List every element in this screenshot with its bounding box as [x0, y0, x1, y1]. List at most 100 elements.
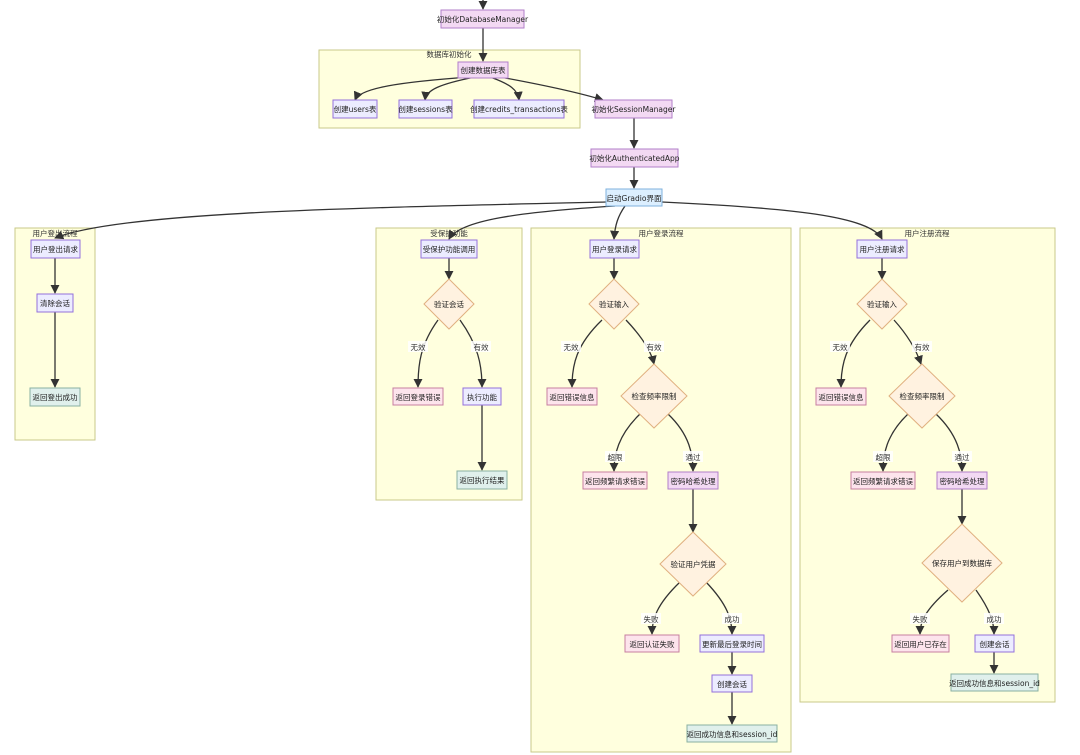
node-protected-exec: 执行功能: [462, 387, 502, 406]
node-register-success: 返回成功信息和session_id: [949, 673, 1040, 692]
label-li-valid: 有效: [647, 342, 662, 352]
edge-li-cred-update: [705, 581, 737, 635]
node-protected-call: 受保护功能调用: [420, 239, 478, 259]
nodes: 初始化DatabaseManager 创建数据库表 创建users表 创建ses…: [29, 9, 1040, 743]
svg-text:验证输入: 验证输入: [867, 299, 897, 309]
node-register-user-exists: 返回用户已存在: [891, 634, 950, 653]
svg-text:检查频率限制: 检查频率限制: [632, 391, 677, 401]
svg-text:返回用户已存在: 返回用户已存在: [894, 639, 947, 649]
edge-createdb-sessions: [421, 76, 476, 101]
edge-rg-rate-hash: [935, 413, 967, 472]
edge-createdb-session: [499, 76, 604, 102]
decision-register-save-user: 保存用户到数据库: [921, 523, 1003, 603]
decision-register-validate-input: 验证输入: [856, 278, 908, 330]
node-sessions-table: 创建sessions表: [398, 99, 453, 119]
label-rg-exceeded: 超限: [876, 453, 891, 462]
svg-text:初始化AuthenticatedApp: 初始化AuthenticatedApp: [589, 153, 679, 163]
label-rg-valid: 有效: [915, 342, 930, 352]
label-li-exceeded: 超限: [608, 453, 623, 462]
node-login-freq-error: 返回频繁请求错误: [582, 471, 648, 490]
label-li-passed: 通过: [686, 452, 701, 462]
svg-text:返回登录错误: 返回登录错误: [396, 392, 441, 402]
node-init-session: 初始化SessionManager: [592, 99, 677, 119]
node-login-auth-fail: 返回认证失败: [624, 634, 680, 653]
edge-li-cred-fail: [647, 581, 681, 635]
node-login-success: 返回成功信息和session_id: [686, 724, 778, 743]
node-logout-request: 用户登出请求: [30, 239, 81, 259]
edge-gradio-register: [661, 201, 883, 240]
node-init-db: 初始化DatabaseManager: [437, 9, 529, 29]
edge-gradio-protected: [448, 205, 616, 240]
node-login-request: 用户登录请求: [589, 239, 640, 259]
node-credits-table: 创建credits_transactions表: [470, 99, 568, 119]
label-rg-invalid: 无效: [833, 342, 848, 352]
node-protected-result: 返回执行结果: [456, 470, 508, 490]
svg-text:验证用户凭据: 验证用户凭据: [671, 559, 716, 569]
label-pr-invalid: 无效: [411, 342, 426, 352]
edge-li-rate-freq: [609, 413, 641, 472]
svg-text:返回认证失败: 返回认证失败: [630, 639, 675, 649]
edge-rg-validate-err: [836, 319, 871, 388]
edges: [50, 0, 999, 725]
edge-pr-check-exec: [459, 319, 487, 388]
label-li-invalid: 无效: [564, 342, 579, 352]
node-logout-ok: 返回登出成功: [29, 387, 81, 407]
svg-text:用户登录请求: 用户登录请求: [592, 244, 637, 254]
svg-text:创建会话: 创建会话: [980, 639, 1010, 649]
svg-text:返回频繁请求错误: 返回频繁请求错误: [853, 476, 913, 486]
edge-rg-rate-freq: [878, 413, 909, 472]
decision-register-rate-limit: 检查频率限制: [888, 363, 956, 429]
node-register-freq-error: 返回频繁请求错误: [850, 471, 916, 490]
label-pr-valid: 有效: [474, 342, 489, 352]
svg-text:创建credits_transactions表: 创建credits_transactions表: [470, 104, 568, 114]
node-users-table: 创建users表: [332, 99, 378, 119]
node-register-request: 用户注册请求: [856, 239, 908, 259]
node-register-hash: 密码哈希处理: [936, 471, 988, 490]
svg-text:返回执行结果: 返回执行结果: [460, 475, 505, 485]
edge-createdb-credits: [489, 76, 523, 101]
decision-login-validate-input: 验证输入: [588, 278, 640, 330]
node-register-create-session: 创建会话: [974, 634, 1015, 653]
node-init-app: 初始化AuthenticatedApp: [589, 148, 680, 168]
svg-text:返回登出成功: 返回登出成功: [33, 392, 78, 402]
subgraph-title-protected: 受保护功能: [430, 228, 468, 238]
svg-text:创建sessions表: 创建sessions表: [398, 104, 453, 114]
svg-text:受保护功能调用: 受保护功能调用: [423, 244, 476, 254]
svg-text:初始化SessionManager: 初始化SessionManager: [592, 104, 677, 114]
svg-text:验证会话: 验证会话: [434, 299, 464, 309]
node-login-error: 返回错误信息: [546, 387, 598, 406]
svg-text:密码哈希处理: 密码哈希处理: [940, 476, 985, 486]
edge-labels: 无效 有效 无效 有效 超限 通过 失败 成功 无效 有效 超限 通过 失败 成…: [408, 341, 1004, 624]
svg-text:验证输入: 验证输入: [599, 299, 629, 309]
svg-text:启动Gradio界面: 启动Gradio界面: [607, 193, 662, 203]
svg-text:返回错误信息: 返回错误信息: [819, 392, 864, 402]
edge-pr-check-err: [413, 319, 439, 388]
node-gradio: 启动Gradio界面: [605, 188, 663, 207]
node-login-hash: 密码哈希处理: [667, 471, 719, 490]
subgraph-login: 用户登录流程: [530, 227, 792, 753]
svg-text:初始化DatabaseManager: 初始化DatabaseManager: [437, 14, 529, 24]
label-li-success: 成功: [725, 614, 740, 624]
subgraph-title-register: 用户注册流程: [905, 228, 950, 238]
svg-text:返回频繁请求错误: 返回频繁请求错误: [585, 476, 645, 486]
svg-text:返回成功信息和session_id: 返回成功信息和session_id: [949, 678, 1040, 688]
svg-text:密码哈希处理: 密码哈希处理: [671, 476, 716, 486]
svg-text:返回成功信息和session_id: 返回成功信息和session_id: [687, 729, 778, 739]
label-rg-failed: 失败: [913, 614, 928, 624]
svg-text:执行功能: 执行功能: [467, 392, 497, 402]
svg-text:创建数据库表: 创建数据库表: [461, 65, 506, 75]
decision-login-credentials: 验证用户凭据: [659, 531, 727, 597]
subgraph-title-db: 数据库初始化: [427, 49, 472, 59]
edge-li-rate-hash: [667, 413, 698, 472]
edge-li-validate-err: [567, 319, 603, 388]
svg-text:更新最后登录时间: 更新最后登录时间: [702, 639, 762, 649]
subgraph-title-login: 用户登录流程: [639, 228, 684, 238]
decision-login-rate-limit: 检查频率限制: [620, 363, 688, 429]
svg-text:用户登出请求: 用户登出请求: [33, 244, 78, 254]
node-login-update-time: 更新最后登录时间: [699, 634, 765, 653]
label-rg-success: 成功: [987, 614, 1002, 624]
subgraph-register: 用户注册流程: [799, 227, 1056, 703]
svg-text:创建users表: 创建users表: [334, 104, 377, 114]
label-rg-passed: 通过: [955, 452, 970, 462]
